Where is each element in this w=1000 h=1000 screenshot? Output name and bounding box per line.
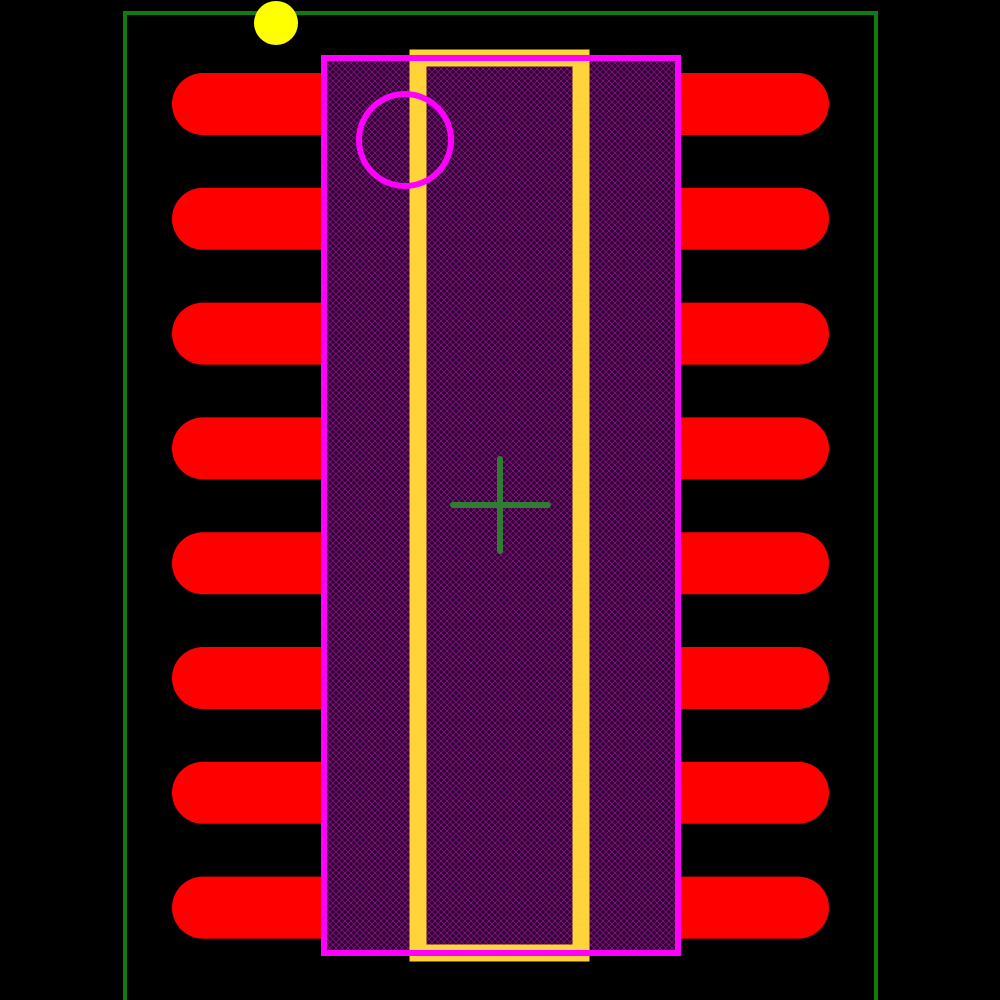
fabrication-outline bbox=[321, 55, 681, 956]
pin-1-dot-icon bbox=[254, 1, 298, 45]
origin-crosshair-icon bbox=[450, 456, 551, 554]
courtyard-outline bbox=[123, 11, 878, 1000]
pin-1-orientation-circle bbox=[356, 91, 454, 189]
